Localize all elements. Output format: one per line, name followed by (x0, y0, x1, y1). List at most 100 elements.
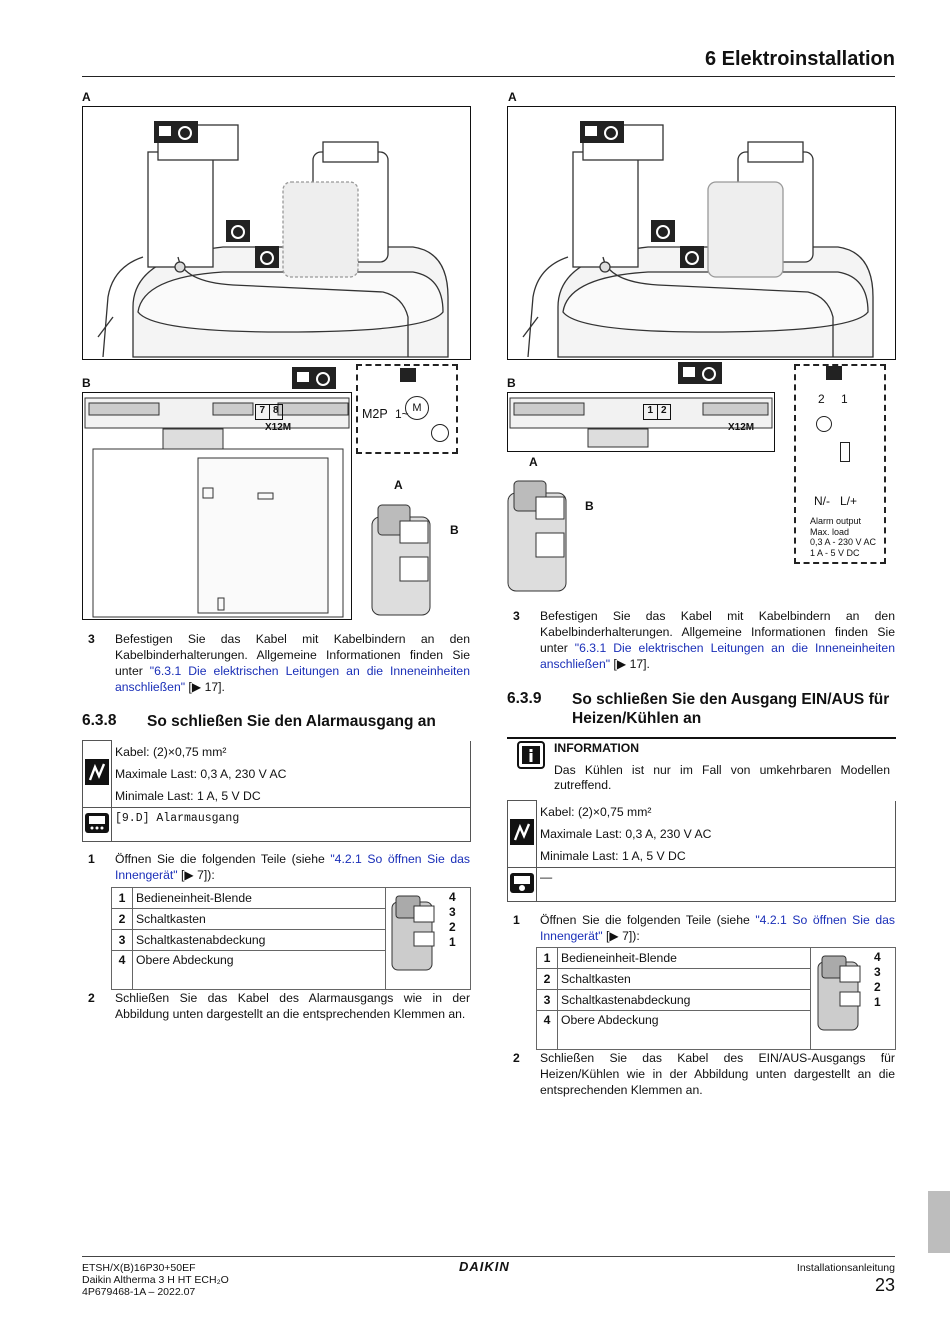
chapter-title: 6 Elektroinstallation (704, 48, 895, 70)
page-reference: [▶ 17]. (185, 680, 225, 694)
spec-min-load: Minimale Last: 1 A, 5 V DC (111, 784, 471, 808)
information-icon (517, 741, 545, 769)
step-2: 2 Schließen Sie das Kabel des EIN/AUS-Au… (513, 1050, 895, 1100)
inset-label-b: B (585, 499, 594, 513)
cross-reference-link[interactable]: "4.2.1 So öffnen Sie das Innengerät" (540, 913, 895, 943)
figure-switchbox-right (507, 392, 775, 452)
terminal-pin: 2 (660, 405, 667, 416)
inset-label-b: B (450, 523, 459, 537)
cable-tie-icon-group (580, 121, 624, 143)
footer-left: ETSH/X(B)16P30+50EF Daikin Altherma 3 H … (82, 1262, 229, 1298)
user-interface-cell (507, 866, 537, 902)
step-1: 1 Öffnen Sie die folgenden Teile (siehe … (513, 912, 895, 946)
step-1: 1 Öffnen Sie die folgenden Teile (siehe … (88, 851, 470, 885)
fuse-icon (840, 442, 850, 462)
cross-reference-link[interactable]: "4.2.1 So öffnen Sie das Innengerät" (115, 852, 470, 882)
lamp-icon (816, 416, 832, 432)
cross-reference-link[interactable]: "6.3.1 Die elektrischen Leitungen an die… (540, 641, 895, 671)
figure-label-a: A (82, 90, 91, 104)
step-3: 3 Befestigen Sie das Kabel mit Kabelbind… (88, 631, 470, 697)
section-title: So schließen Sie den Ausgang EIN/AUS für… (572, 691, 890, 727)
cable-tie-icon-group (154, 121, 198, 143)
cable-tie-icon (226, 220, 250, 242)
step-number: 3 (513, 609, 520, 623)
alarm-live: L/+ (840, 494, 858, 508)
footer-doc-type: Installationsanleitung (796, 1262, 895, 1274)
page-reference: [▶ 7]): (602, 929, 640, 943)
alarm-pin-2: 2 (818, 392, 825, 406)
step-number: 2 (513, 1051, 520, 1065)
footer-doc: 4P679468-1A – 2022.07 (82, 1286, 196, 1298)
page-number: 23 (874, 1275, 895, 1295)
user-interface-icon (510, 872, 534, 893)
info-text: Das Kühlen ist nur im Fall von umkehrbar… (554, 763, 890, 792)
figure-label-b: B (82, 376, 91, 390)
step-text: Schließen Sie das Kabel des EIN/AUS-Ausg… (540, 1051, 895, 1097)
page-reference: [▶ 17]. (610, 657, 650, 671)
menu-setting: [9.D] Alarmausgang (115, 811, 240, 825)
parts-illustration (390, 892, 438, 972)
section-heading: 6.3.9 So schließen Sie den Ausgang EIN/A… (507, 690, 897, 730)
step-2: 2 Schließen Sie das Kabel des Alarmausga… (88, 990, 470, 1040)
unit-top-illustration (97, 124, 449, 358)
information-box: INFORMATION Das Kühlen ist nur im Fall v… (507, 737, 896, 795)
cable-tie-icon (651, 220, 675, 242)
spec-min-load: Minimale Last: 1 A, 5 V DC (536, 844, 896, 868)
figure-switchbox-left (82, 392, 352, 620)
alarm-pin-1: 1 (841, 392, 848, 406)
cross-reference-link[interactable]: "6.3.1 Die elektrischen Leitungen an die… (115, 664, 470, 694)
info-rule (507, 737, 896, 739)
spec-max-load: Maximale Last: 0,3 A, 230 V AC (111, 762, 471, 785)
footer-rule (82, 1256, 895, 1257)
spec-cable: Kabel: (2)×0,75 mm² (536, 800, 896, 823)
footer-product: Daikin Altherma 3 H HT ECH₂O (82, 1274, 229, 1286)
unit-inset-illustration (506, 473, 574, 593)
step-text: Schließen Sie das Kabel des Alarmausgang… (115, 991, 470, 1021)
terminal-pin: 1 (644, 405, 658, 419)
unit-top-illustration (522, 124, 874, 358)
section-heading: 6.3.8 So schließen Sie den Alarmausgang … (82, 712, 472, 734)
chapter-thumb-tab (928, 1191, 950, 1253)
figure-unit-top-right (507, 106, 896, 360)
spec-table: Kabel: (2)×0,75 mm² Maximale Last: 0,3 A… (507, 800, 896, 902)
step-number: 3 (88, 632, 95, 646)
terminal-name: X12M (265, 422, 292, 433)
section-number: 6.3.8 (82, 712, 117, 729)
user-interface-icon (85, 812, 109, 833)
step-text: Befestigen Sie das Kabel mit Kabelbinder… (115, 632, 470, 678)
terminal-pin: 7 (256, 405, 270, 419)
cable-icon (510, 819, 534, 846)
switchbox-illustration (509, 397, 773, 448)
brand-logo: DAIKIN (459, 1259, 510, 1274)
page-reference: [▶ 7]): (177, 868, 215, 882)
info-title: INFORMATION (554, 741, 640, 755)
parts-illustration (816, 952, 864, 1032)
motor-symbol: M (405, 396, 429, 420)
cable-tie-icon-group (678, 362, 722, 384)
cable-spec-cell (82, 740, 112, 808)
spec-table: Kabel: (2)×0,75 mm² Maximale Last: 0,3 A… (82, 740, 471, 842)
motor-label: M2P (362, 407, 388, 421)
terminal-x12m: 1 2 (643, 404, 671, 420)
step-text: Öffnen Sie die folgenden Teile (siehe (115, 852, 331, 866)
section-number: 6.3.9 (507, 690, 542, 707)
step-number: 1 (88, 852, 95, 866)
terminal-name: X12M (728, 422, 755, 433)
terminal-x12m: 7 8 (255, 404, 283, 420)
step-text: Öffnen Sie die folgenden Teile (siehe (540, 913, 756, 927)
terminal-pin: 8 (272, 405, 279, 416)
cable-tie-icon (680, 246, 704, 268)
cable-tie-icon-group (292, 367, 336, 389)
connector-icon (400, 368, 416, 382)
motor-valve-box: M2P 1~ M (356, 364, 458, 454)
figure-label-a: A (508, 90, 517, 104)
alarm-neutral: N/- (814, 494, 830, 508)
